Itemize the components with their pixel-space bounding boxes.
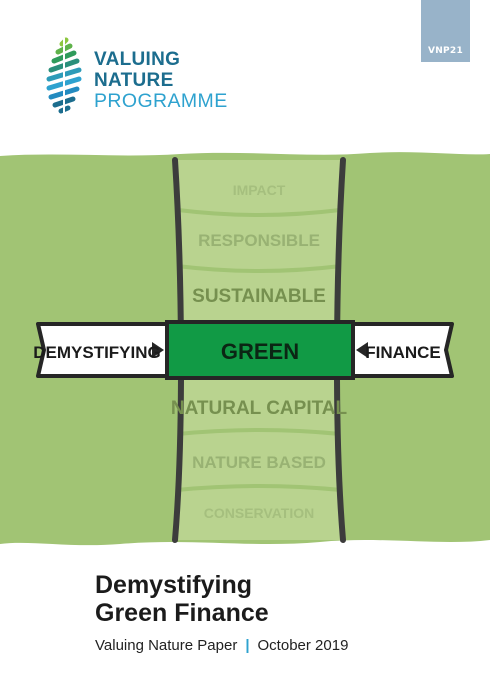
logo-word-1: VALUING [94,49,181,70]
level-natural-capital: NATURAL CAPITAL [171,398,348,419]
leaf-logo-icon [45,34,83,114]
subtitle-separator: | [245,637,250,654]
right-label: FINANCE [365,343,441,362]
programme-logo: VALUING NATURE PROGRAMME [40,32,260,116]
level-impact: IMPACT [233,182,286,198]
left-arrow-tip [152,342,164,358]
document-subtitle: Valuing Nature Paper | October 2019 [95,637,348,654]
paper-code: VNP21 [427,46,464,56]
right-arrow-tip [356,342,368,358]
title-line-1: Demystifying [95,571,252,599]
paper-code-tab: VNP21 [421,0,470,62]
document-title: Demystifying Green Finance [95,571,455,627]
center-label-box [165,320,355,380]
title-line-2: Green Finance [95,599,269,627]
logo-word-2: NATURE [94,70,174,91]
left-label-box [36,322,172,378]
level-responsible: RESPONSIBLE [198,231,320,250]
logo-wordmark: VALUING NATURE PROGRAMME [94,49,228,112]
series-name: Valuing Nature Paper [95,637,238,654]
publication-date: October 2019 [257,637,349,654]
level-conservation: CONSERVATION [204,505,314,521]
level-nature-based: NATURE BASED [192,453,326,472]
level-sustainable: SUSTAINABLE [192,286,326,307]
left-label: DEMYSTIFYING [33,343,161,362]
cover-illustration: IMPACT RESPONSIBLE SUSTAINABLE NATURAL C… [0,152,490,546]
center-label: GREEN [221,339,299,364]
tube-level-dividers [176,208,342,492]
logo-word-3: PROGRAMME [94,90,228,112]
